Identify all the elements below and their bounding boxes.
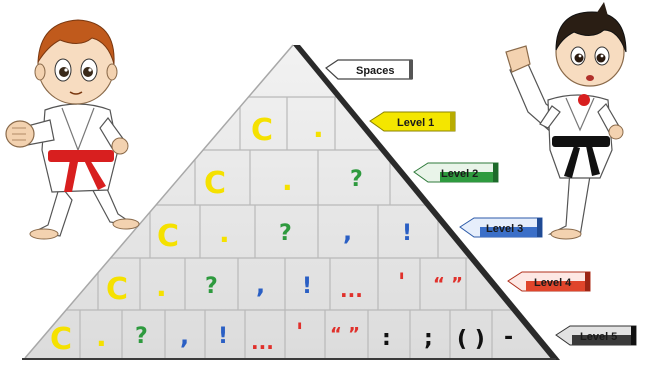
- row5-full-stop: .: [96, 320, 107, 353]
- row3-capital-letter: C: [157, 219, 179, 254]
- row1-capital-letter: C: [251, 113, 273, 148]
- row5-semicolon: ;: [424, 326, 433, 351]
- row4-apostrophe: ': [398, 268, 405, 296]
- row5-question-mark: ?: [135, 324, 148, 349]
- row2-full-stop: .: [282, 164, 293, 197]
- tag-level-5: Level 5: [556, 326, 636, 345]
- tag-level-1: Level 1: [370, 112, 455, 131]
- row4-speech-marks: “ ”: [433, 274, 463, 295]
- row2-question-mark: ?: [350, 167, 363, 192]
- tag-level-4-label: Level 4: [534, 277, 572, 289]
- row5-speech-marks: “ ”: [330, 324, 360, 345]
- row5-capital-letter: C: [50, 322, 72, 357]
- row5-ellipsis: ...: [251, 330, 274, 354]
- row4-question-mark: ?: [205, 274, 218, 299]
- tag-level-1-label: Level 1: [397, 117, 434, 129]
- row5-comma: ,: [180, 322, 189, 350]
- row5-brackets: ( ): [457, 327, 485, 352]
- karate-kid-punching-illustration: [6, 20, 139, 239]
- row4-capital-letter: C: [106, 272, 128, 307]
- row4-exclamation-mark: !: [302, 274, 312, 299]
- row5-hyphen: -: [504, 325, 513, 350]
- row4-full-stop: .: [156, 270, 167, 303]
- tag-spaces-label: Spaces: [356, 65, 395, 77]
- tag-level-2-label: Level 2: [441, 168, 478, 180]
- tag-level-3-label: Level 3: [486, 223, 523, 235]
- row5-colon: :: [382, 326, 391, 351]
- row4-comma: ,: [256, 271, 265, 299]
- row3-full-stop: .: [219, 216, 230, 249]
- tag-level-5-label: Level 5: [580, 331, 617, 343]
- row5-exclamation-mark: !: [218, 324, 228, 349]
- row5-apostrophe: ': [296, 318, 303, 346]
- row4-ellipsis: ...: [340, 278, 363, 302]
- row3-question-mark: ?: [279, 221, 292, 246]
- tag-level-4: Level 4: [508, 272, 590, 291]
- row2-capital-letter: C: [204, 166, 226, 201]
- tag-level-2: Level 2: [414, 163, 498, 182]
- row1-full-stop: .: [313, 111, 324, 144]
- tag-level-3: Level 3: [460, 218, 542, 237]
- tag-spaces: Spaces: [326, 60, 413, 79]
- karate-kid-kicking-illustration: [506, 2, 626, 239]
- row3-exclamation-mark: !: [402, 221, 412, 246]
- row3-comma: ,: [343, 218, 352, 246]
